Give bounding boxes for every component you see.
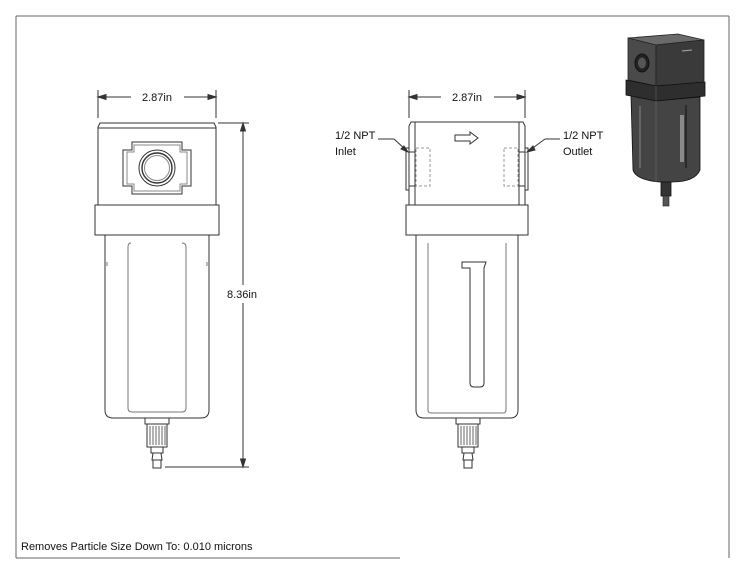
isometric-render [625,33,706,207]
inlet-leader [378,138,410,154]
outlet-size-label: 1/2 NPT [563,130,604,142]
outlet-label: Outlet [563,146,592,158]
outlet-leader [525,138,560,153]
height-label: 8.36in [227,289,257,301]
inlet-label: Inlet [335,146,356,158]
front-view [94,122,220,469]
side-view [405,121,529,469]
hidden-port-lines [415,147,519,187]
side-width-dimension [407,90,527,118]
front-width-label: 2.87in [142,92,172,104]
side-width-label: 2.87in [452,92,482,104]
particle-size-note: Removes Particle Size Down To: 0.010 mic… [21,541,253,553]
sheet-border [15,15,730,559]
height-dimension [165,121,249,469]
inlet-size-label: 1/2 NPT [335,130,376,142]
front-width-dimension [96,90,218,118]
